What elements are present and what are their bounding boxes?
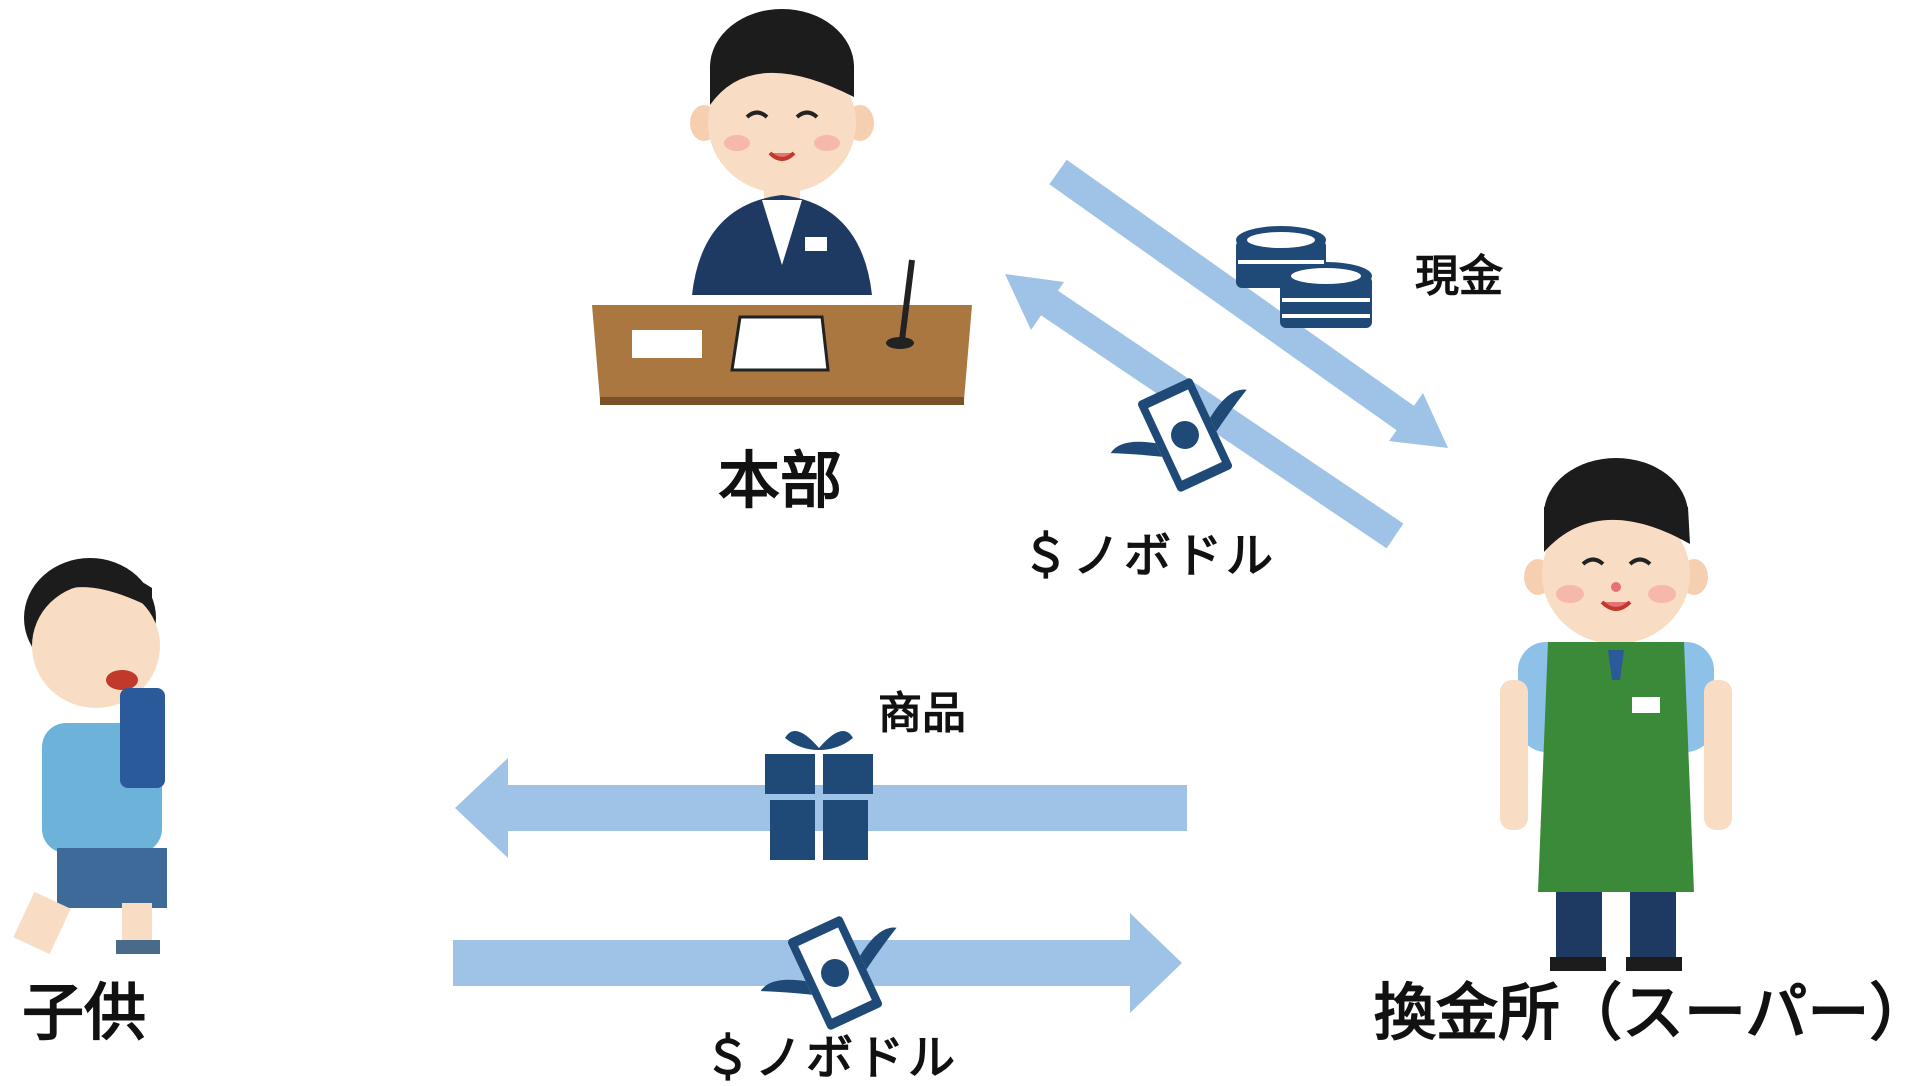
clerk-figure [1500,458,1732,971]
flying-money-icon [1110,378,1247,492]
headquarters-label: 本部 [718,444,843,517]
gift-icon [765,730,873,860]
arrow-hq-to-exchange [1049,159,1448,448]
nobodol-label-bottom: ＄ノボドル [704,1031,959,1086]
goods-label: 商品 [878,688,966,739]
exchange-label: 換金所（スーパー） [1374,976,1918,1049]
child-label: 子供 [22,976,147,1049]
flying-money-icon [760,916,897,1030]
coins-icon [1236,226,1372,328]
nobodol-label-top: ＄ノボドル [1022,529,1277,584]
child-figure [13,558,167,955]
cash-label: 現金 [1415,251,1503,302]
receptionist-figure [592,9,972,405]
